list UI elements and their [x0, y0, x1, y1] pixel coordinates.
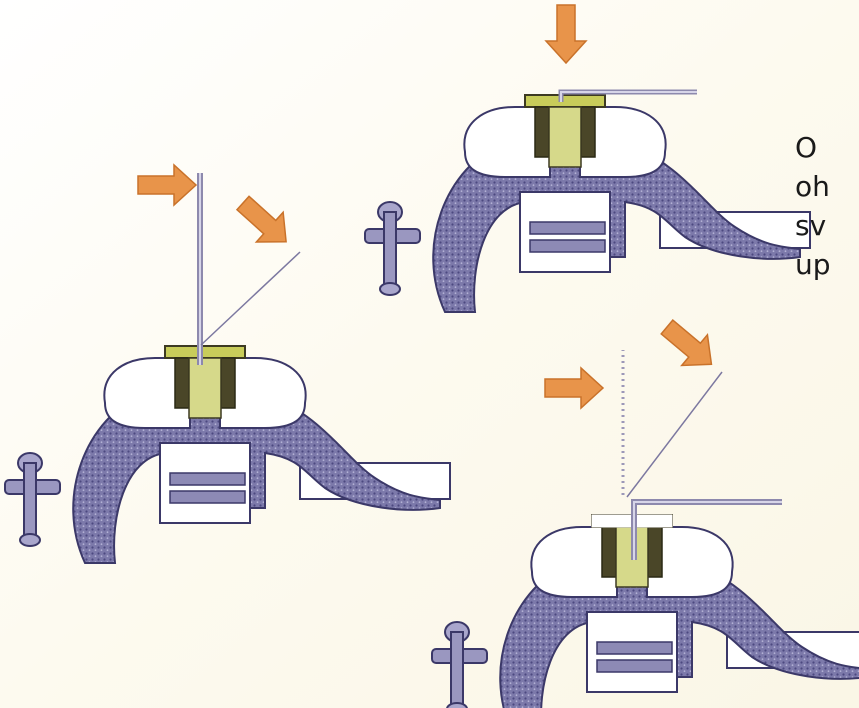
caption-line: oh [795, 167, 859, 206]
caption-line: O [795, 128, 859, 167]
caption-text: O oh sv up [795, 128, 859, 284]
caption-line: sv [795, 206, 859, 245]
caption-line: up [795, 245, 859, 284]
